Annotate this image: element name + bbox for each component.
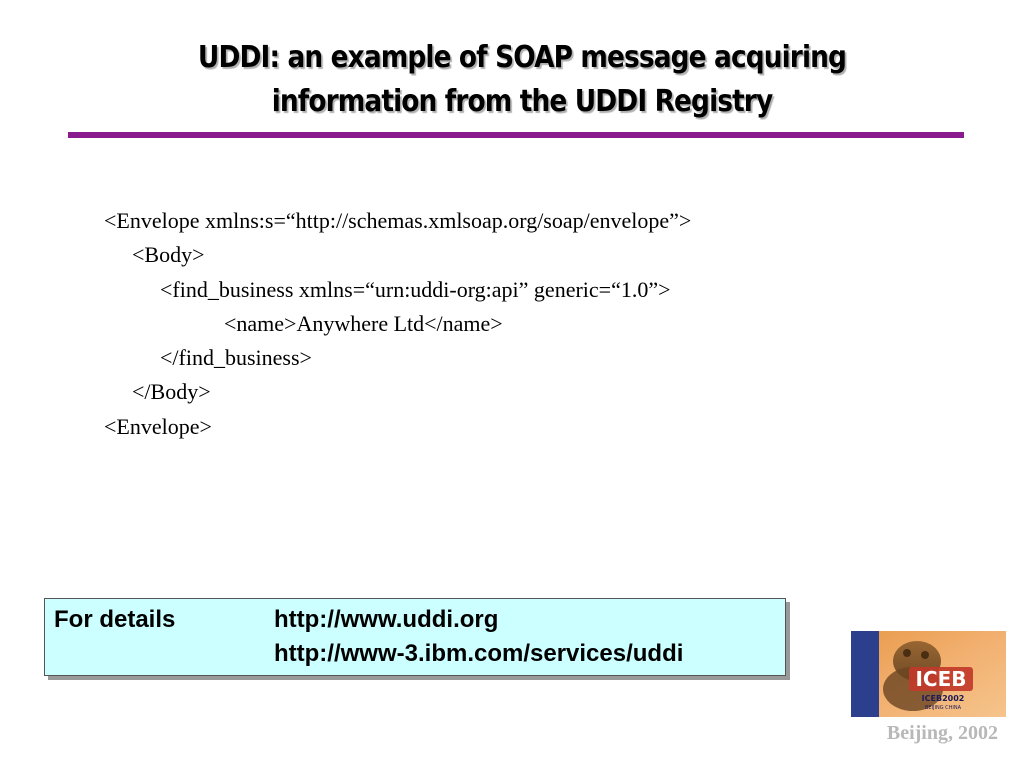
iceb2002-logo: ICEB ICEB2002 BEIJING CHINA: [851, 631, 1006, 717]
slide-title-line-2: information from the UDDI Registry: [271, 84, 773, 119]
details-link-uddi[interactable]: http://www.uddi.org: [274, 606, 499, 633]
slide-title-line-1: UDDI: an example of SOAP message acquiri…: [197, 40, 847, 75]
soap-message-code: <Envelope xmlns:s=“http://schemas.xmlsoa…: [104, 204, 691, 444]
code-line-find-business-open: <find_business xmlns=“urn:uddi-org:api” …: [160, 276, 671, 302]
details-link-ibm[interactable]: http://www-3.ibm.com/services/uddi: [274, 640, 684, 667]
code-line-body-open: <Body>: [132, 242, 205, 268]
code-line-envelope-open: <Envelope xmlns:s=“http://schemas.xmlsoa…: [104, 208, 692, 233]
logo-blue-band: [851, 631, 879, 717]
code-line-body-close: </Body>: [132, 379, 211, 405]
title-divider: [68, 132, 964, 138]
slide-title: UDDI: an example of SOAP message acquiri…: [115, 36, 928, 124]
logo-badge: [909, 667, 973, 691]
logo-text-sub2: BEIJING CHINA: [925, 705, 962, 711]
lion-detail: [921, 651, 929, 659]
footer-location: Beijing, 2002: [886, 722, 998, 744]
logo-text-sub1: ICEB2002: [922, 694, 965, 703]
details-box: For details http://www.uddi.org http://w…: [44, 598, 786, 676]
logo-graphic: ICEB ICEB2002 BEIJING CHINA: [851, 631, 1006, 717]
code-line-envelope-close: <Envelope>: [104, 413, 212, 439]
lion-detail: [903, 649, 911, 657]
details-label: For details: [54, 606, 176, 633]
code-line-name: <name>Anywhere Ltd</name>: [224, 310, 503, 336]
code-line-find-business-close: </find_business>: [160, 345, 312, 371]
logo-text-main: ICEB: [915, 667, 966, 691]
